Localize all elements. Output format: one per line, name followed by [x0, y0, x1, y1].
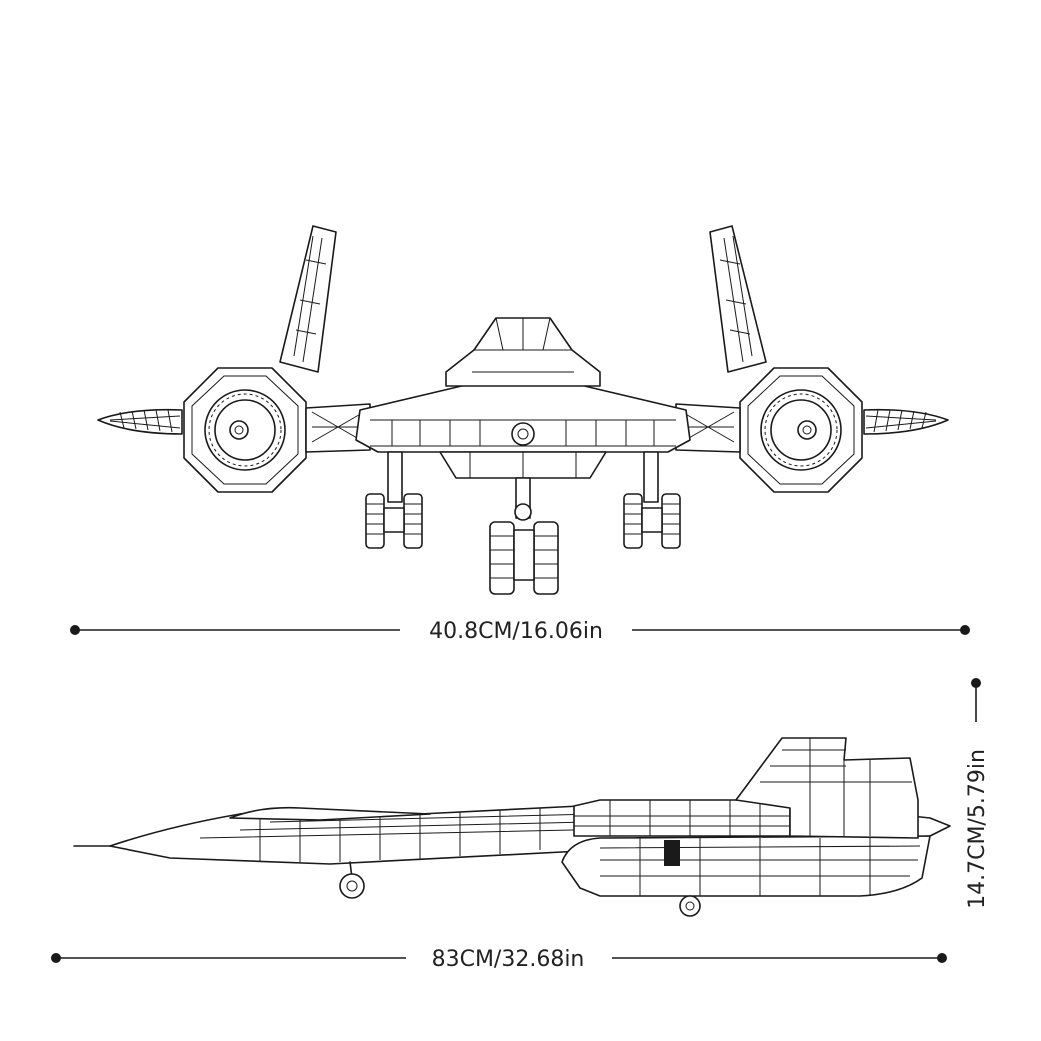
left-vertical-tail [279, 225, 337, 373]
side-view-aircraft [73, 737, 951, 917]
left-wing-tip [97, 408, 183, 435]
side-vertical-tail [735, 737, 919, 839]
side-nose-landing-gear [339, 861, 365, 899]
side-height-label: 14.7CM/5.79in [965, 749, 990, 909]
right-main-landing-gear [623, 451, 681, 549]
front-width-dimension: 40.8CM/16.06in [70, 614, 970, 644]
dimension-endpoint [70, 625, 80, 635]
side-height-dimension: 14.7CM/5.79in [962, 678, 990, 936]
side-length-label: 83CM/32.68in [432, 947, 585, 972]
fuselage-front [355, 317, 691, 479]
side-length-dimension: 83CM/32.68in [51, 942, 947, 972]
left-engine-nacelle [183, 367, 307, 493]
dimension-endpoint [971, 678, 981, 688]
nose-landing-gear [489, 477, 559, 595]
right-wing-tip [863, 408, 949, 435]
dimension-endpoint [960, 625, 970, 635]
front-view-aircraft [97, 225, 949, 595]
right-engine-nacelle [739, 367, 863, 493]
front-width-label: 40.8CM/16.06in [429, 619, 603, 644]
right-vertical-tail [709, 225, 767, 373]
dimension-endpoint [51, 953, 61, 963]
side-main-landing-gear [679, 895, 701, 917]
dimension-endpoint [937, 953, 947, 963]
left-main-landing-gear [365, 451, 423, 549]
